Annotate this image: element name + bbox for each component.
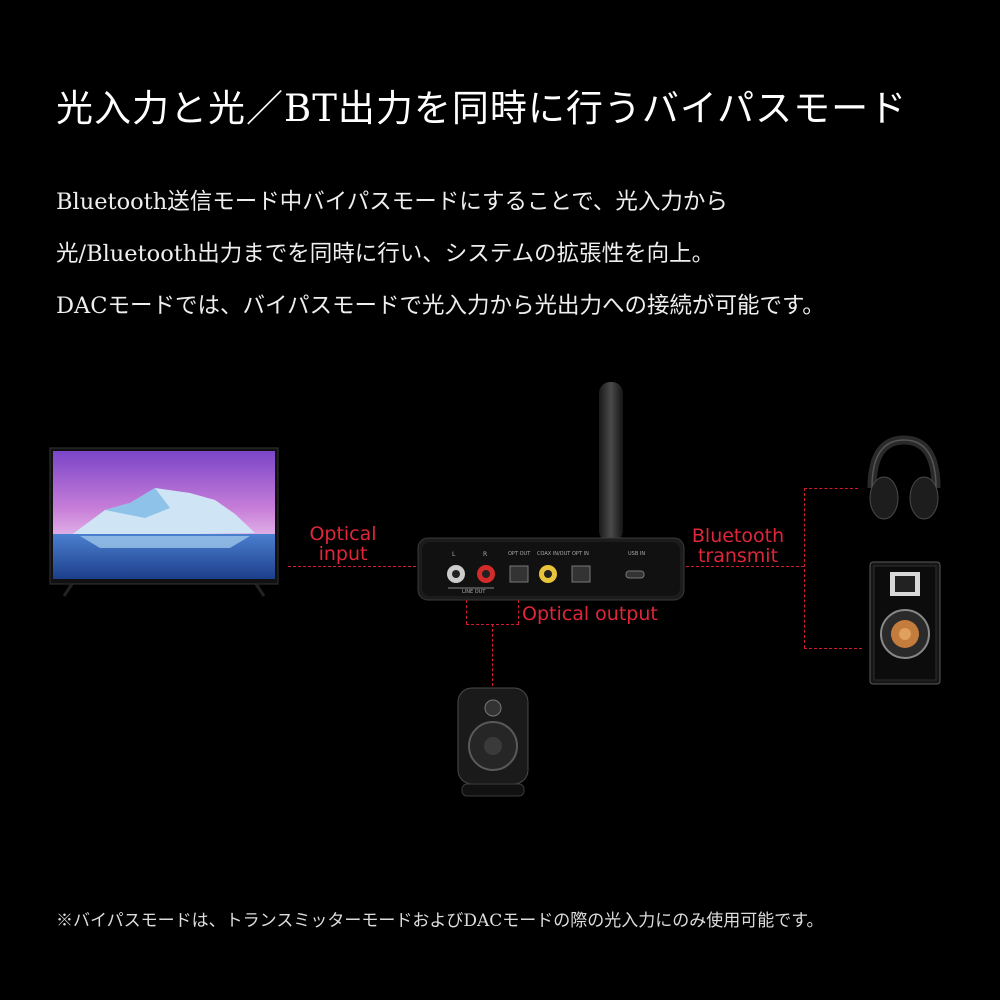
port-label-line-out: LINE OUT (462, 589, 486, 595)
bluetooth-transmit-label-line-1: Bluetooth (691, 525, 785, 547)
port-label-opt-in: OPT IN (572, 551, 589, 557)
tv-image (49, 447, 279, 597)
optical-input-line (288, 566, 416, 567)
port-label-usb: USB IN (628, 551, 646, 557)
bluetooth-branch-bottom (804, 648, 862, 649)
port-label-l: L (452, 551, 456, 558)
description-line-1: Bluetooth送信モード中バイパスモードにすることで、光入力から (56, 189, 728, 215)
description-line-3: DACモードでは、バイパスモードで光入力から光出力への接続が可能です。 (56, 293, 825, 319)
footnote: ※バイパスモードは、トランスミッターモードおよびDACモードの際の光入力にのみ使… (56, 911, 824, 931)
optical-output-label: Optical output (522, 603, 658, 625)
optical-output-line-right (518, 600, 519, 624)
port-label-opt-out: OPT OUT (508, 551, 531, 557)
description-line-2: 光/Bluetooth出力までを同時に行い、システムの拡張性を向上。 (56, 241, 715, 267)
port-label-coax: COAX IN/OUT (537, 551, 571, 557)
bluetooth-branch-vertical (804, 488, 805, 648)
optical-input-label: Optical input (298, 524, 388, 564)
optical-output-line-left (466, 600, 467, 624)
bluetooth-transmit-label: Bluetooth transmit (686, 526, 790, 566)
optical-input-label-line-2: input (318, 543, 368, 565)
optical-output-line-down (492, 624, 493, 686)
bookshelf-speaker-image (869, 561, 941, 685)
bluetooth-branch-top (804, 488, 858, 489)
page-title: 光入力と光／BT出力を同時に行うバイパスモード (56, 87, 908, 130)
bluetooth-transmit-line (686, 566, 804, 567)
transmitter-device-image (417, 382, 685, 601)
bluetooth-transmit-label-line-2: transmit (697, 545, 779, 567)
headphones-image (867, 435, 941, 520)
optical-input-label-line-1: Optical (309, 523, 377, 545)
port-label-r: R (483, 551, 488, 558)
monitor-speaker-image (457, 687, 529, 797)
